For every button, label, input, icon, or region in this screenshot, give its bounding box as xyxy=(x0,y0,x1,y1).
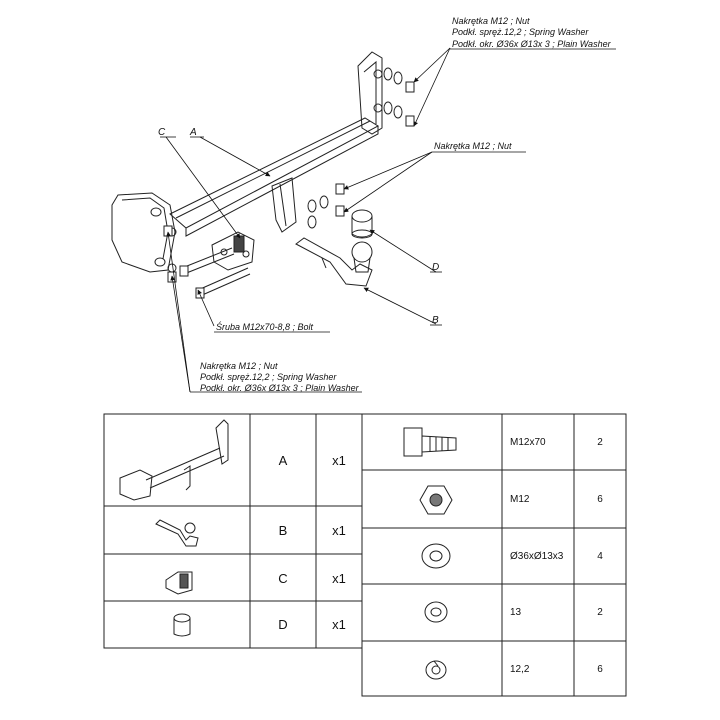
hardware-qty-plain-washer: 4 xyxy=(597,551,603,562)
hardware-spec-washer: 13 xyxy=(510,607,522,618)
hardware-spec-spring-washer: 12,2 xyxy=(510,664,530,675)
tow-bar-frame-icon xyxy=(119,419,229,501)
callout-bot-plain-washer: Podkł. okr. Ø36x Ø13x 3 ; Plain Washer xyxy=(200,383,360,393)
leader-lines xyxy=(165,47,451,393)
hex-nut-icon xyxy=(419,485,453,515)
label-b: B xyxy=(432,315,439,326)
hardware-table xyxy=(361,413,627,697)
callout-top-plain-washer: Podkł. okr. Ø36x Ø13x 3 ; Plain Washer xyxy=(452,39,612,49)
socket-plate-icon xyxy=(165,571,193,595)
tow-ball-neck-icon xyxy=(155,519,199,547)
hardware-icons xyxy=(150,67,415,283)
part-qty-d: x1 xyxy=(332,617,346,632)
part-qty-a: x1 xyxy=(332,453,346,468)
bolts xyxy=(179,247,251,299)
callout-bot-nut: Nakrętka M12 ; Nut xyxy=(200,361,278,371)
spring-washer-icon xyxy=(425,660,447,680)
tow-ball-neck xyxy=(295,237,373,287)
hardware-spec-bolt: M12x70 xyxy=(510,437,546,448)
ball-cap xyxy=(351,209,373,239)
hardware-qty-bolt: 2 xyxy=(597,437,603,448)
part-letter-b: B xyxy=(279,523,288,538)
hardware-spec-plain-washer: Ø36xØ13x3 xyxy=(510,551,564,562)
part-letter-c: C xyxy=(278,571,287,586)
part-qty-b: x1 xyxy=(332,523,346,538)
callout-bot-spring-washer: Podkł. spręż.12,2 ; Spring Washer xyxy=(200,372,337,382)
hardware-qty-spring-washer: 6 xyxy=(597,664,603,675)
callout-top-nut: Nakrętka M12 ; Nut xyxy=(452,16,530,26)
label-c: C xyxy=(158,127,166,138)
part-qty-c: x1 xyxy=(332,571,346,586)
hardware-qty-nut: 6 xyxy=(597,494,603,505)
socket-plate xyxy=(211,231,255,271)
tow-bar-frame xyxy=(111,51,383,273)
ball-cap-icon xyxy=(173,613,191,637)
callout-bolt: Śruba M12x70-8,8 ; Bolt xyxy=(216,321,314,332)
bolt-icon xyxy=(403,427,457,457)
part-letter-d: D xyxy=(278,617,287,632)
callout-top-spring-washer: Podkł. spręż.12,2 ; Spring Washer xyxy=(452,27,589,37)
part-letter-a: A xyxy=(279,453,288,468)
washer-icon xyxy=(424,601,448,623)
plain-washer-icon xyxy=(421,543,451,569)
hardware-spec-nut: M12 xyxy=(510,494,530,505)
callout-mid-nut: Nakrętka M12 ; Nut xyxy=(434,141,512,151)
label-a: A xyxy=(189,127,197,138)
hardware-qty-washer: 2 xyxy=(597,607,603,618)
parts-table xyxy=(103,413,363,649)
label-d: D xyxy=(432,262,439,273)
callout-underlines xyxy=(160,48,616,393)
